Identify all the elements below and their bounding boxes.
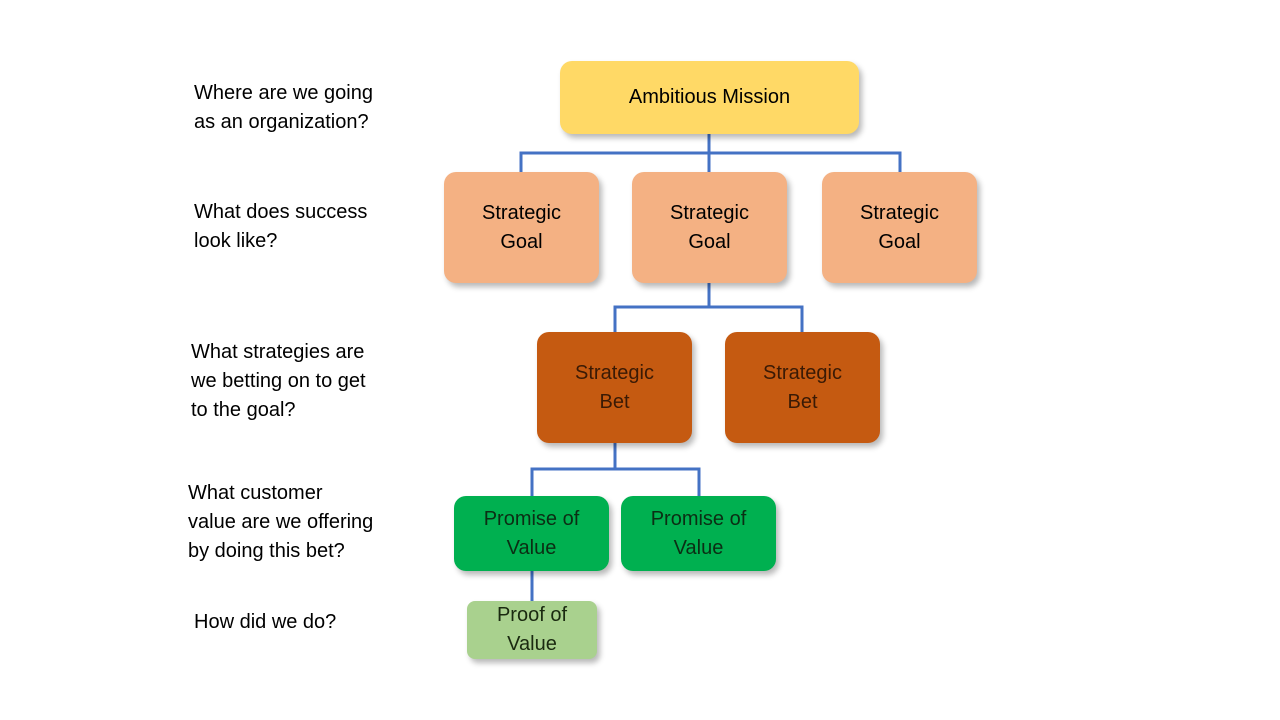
question-line: What does success [194,201,368,223]
node-strategic-bet-1: Strategic Bet [537,332,692,443]
node-strategic-goal-3: Strategic Goal [822,172,977,283]
question-line: by doing this bet? [188,540,345,562]
connector-group [519,134,902,601]
connector-promises-bar [530,467,701,496]
question-strategies: What strategies are we betting on to get… [191,338,366,425]
node-promise-of-value-1: Promise of Value [454,496,609,571]
question-line: to the goal? [191,399,296,421]
node-proof-of-value: Proof of Value [467,601,597,659]
node-label: Value [506,536,557,559]
node-label: Goal [878,230,921,253]
node-label: Strategic [670,201,749,224]
question-line: What customer [188,482,323,504]
node-strategic-goal-2: Strategic Goal [632,172,787,283]
question-line: value are we offering [188,511,374,533]
question-line: look like? [194,230,278,252]
node-label: Proof of [496,604,568,626]
question-customer: What customer value are we offering by d… [188,479,373,566]
node-strategic-goal-1: Strategic Goal [444,172,599,283]
node-label: Goal [688,230,731,253]
node-label: Strategic [575,361,654,384]
node-label: Value [673,536,724,559]
question-line: How did we do? [194,611,337,633]
node-ambitious-mission: Ambitious Mission [560,61,859,134]
node-label: Strategic [763,361,842,384]
question-mission: Where are we going as an organization? [194,79,373,137]
node-label: Bet [599,390,630,413]
question-line: What strategies are [191,341,365,363]
node-label: Bet [787,390,818,413]
node-label: Value [507,633,557,655]
node-label: Goal [500,230,543,253]
node-label: Promise of [650,507,747,530]
question-line: Where are we going [194,82,373,104]
node-label: Promise of [483,507,580,530]
node-label: Strategic [860,201,939,224]
question-line: as an organization? [194,111,369,133]
question-outcome: How did we do? [194,608,336,637]
node-promise-of-value-2: Promise of Value [621,496,776,571]
question-success: What does success look like? [194,198,367,256]
node-label: Strategic [482,201,561,224]
connector-bets-bar [613,305,804,332]
node-strategic-bet-2: Strategic Bet [725,332,880,443]
node-label: Ambitious Mission [628,86,791,108]
question-line: we betting on to get [191,370,366,392]
